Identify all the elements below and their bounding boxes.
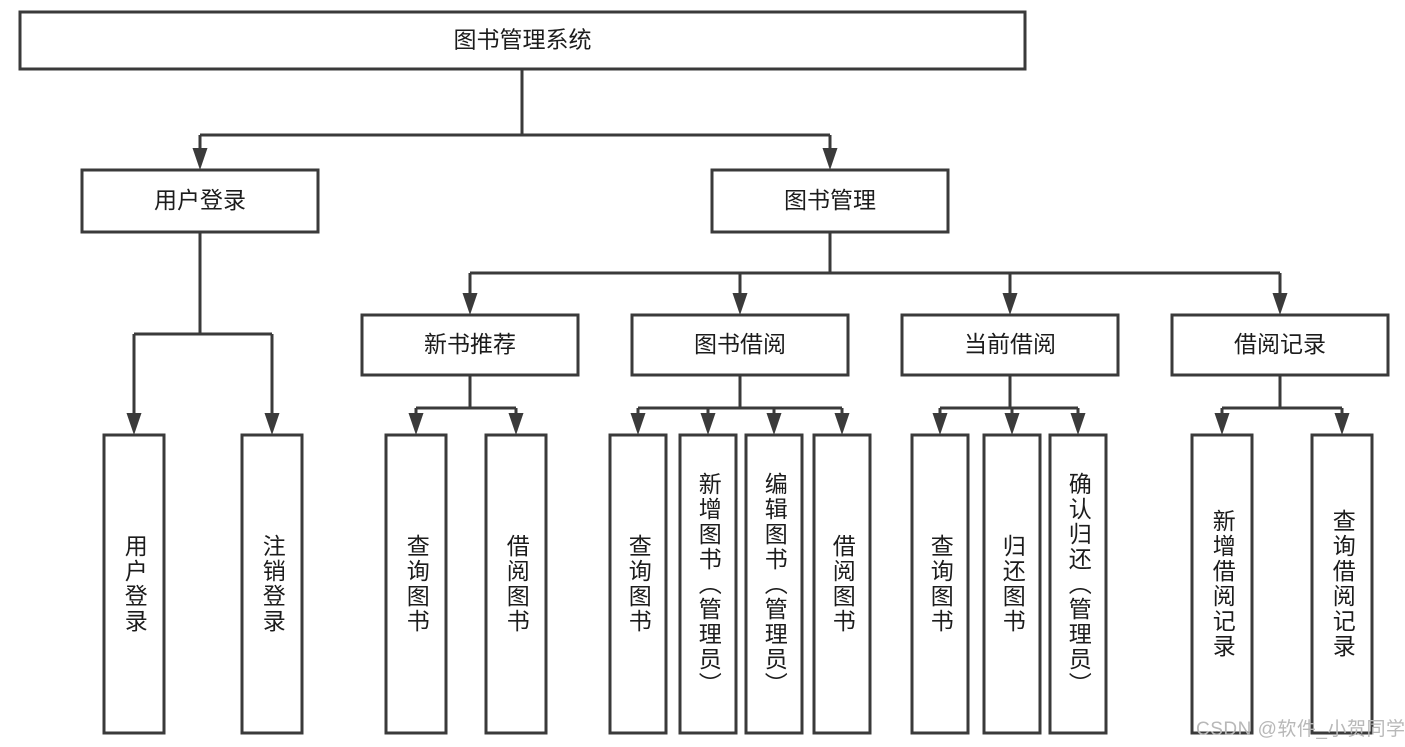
level2-label-0: 新书推荐 — [424, 331, 516, 357]
root-label-0: 图书管理系统 — [454, 27, 592, 53]
current-borrow-to-leaves-arrow-0 — [932, 413, 948, 435]
book-borrow-to-leaves-arrow-2 — [766, 413, 782, 435]
root-to-level1 — [192, 69, 838, 170]
leaf-box-6[interactable] — [744, 433, 804, 735]
new-book-to-leaves-arrow-1 — [508, 413, 524, 435]
book-mgmt-to-level2-arrow-2 — [1002, 293, 1018, 315]
book-borrow-to-leaves-arrow-1 — [700, 413, 716, 435]
book-borrow-to-leaves — [630, 375, 850, 435]
current-borrow-to-leaves-arrow-1 — [1004, 413, 1020, 435]
borrow-record-to-leaves — [1214, 375, 1350, 435]
book-mgmt-to-level2-arrow-3 — [1272, 293, 1288, 315]
leaf-box-8[interactable] — [910, 433, 970, 735]
leaf-box-9[interactable] — [982, 433, 1042, 735]
level2-label-1: 图书借阅 — [694, 331, 786, 357]
new-book-to-leaves-arrow-0 — [408, 413, 424, 435]
current-borrow-to-leaves-arrow-2 — [1070, 413, 1086, 435]
user-login-to-leaves-arrow-0 — [126, 413, 142, 435]
level2-label-2: 当前借阅 — [964, 331, 1056, 357]
leaf-box-12[interactable] — [1310, 433, 1374, 735]
level2-box-3[interactable] — [1170, 313, 1390, 377]
level2-box-2[interactable] — [900, 313, 1120, 377]
connector-layer — [126, 69, 1350, 435]
leaf-box-5[interactable] — [678, 433, 738, 735]
level1-label-0: 用户登录 — [154, 187, 246, 213]
leaf-box-7[interactable] — [812, 433, 872, 735]
current-borrow-to-leaves — [932, 375, 1086, 435]
book-borrow-to-leaves-arrow-3 — [834, 413, 850, 435]
leaf-box-2[interactable] — [384, 433, 448, 735]
user-login-to-leaves-arrow-1 — [264, 413, 280, 435]
root-box-0[interactable] — [18, 10, 1027, 71]
level2-box-1[interactable] — [630, 313, 850, 377]
level1-label-1: 图书管理 — [784, 187, 876, 213]
user-login-to-leaves — [126, 232, 280, 435]
leaf-box-4[interactable] — [608, 433, 668, 735]
book-mgmt-to-level2-arrow-0 — [462, 293, 478, 315]
borrow-record-to-leaves-arrow-1 — [1334, 413, 1350, 435]
book-borrow-to-leaves-arrow-0 — [630, 413, 646, 435]
borrow-record-to-leaves-arrow-0 — [1214, 413, 1230, 435]
watermark-text: CSDN @软件_小贺同学 — [1196, 719, 1405, 740]
root-to-level1-arrow-0 — [192, 148, 208, 170]
book-mgmt-to-level2-arrow-1 — [732, 293, 748, 315]
new-book-to-leaves — [408, 375, 524, 435]
level1-box-0[interactable] — [80, 168, 320, 234]
leaf-box-11[interactable] — [1190, 433, 1254, 735]
root-to-level1-arrow-1 — [822, 148, 838, 170]
leaf-box-3[interactable] — [484, 433, 548, 735]
level2-label-3: 借阅记录 — [1234, 331, 1326, 357]
leaf-box-10[interactable] — [1048, 433, 1108, 735]
level2-box-0[interactable] — [360, 313, 580, 377]
node-box-layer — [18, 10, 1390, 735]
leaf-box-1[interactable] — [240, 433, 304, 735]
book-mgmt-to-level2 — [462, 232, 1288, 315]
level1-box-1[interactable] — [710, 168, 950, 234]
leaf-box-0[interactable] — [102, 433, 166, 735]
